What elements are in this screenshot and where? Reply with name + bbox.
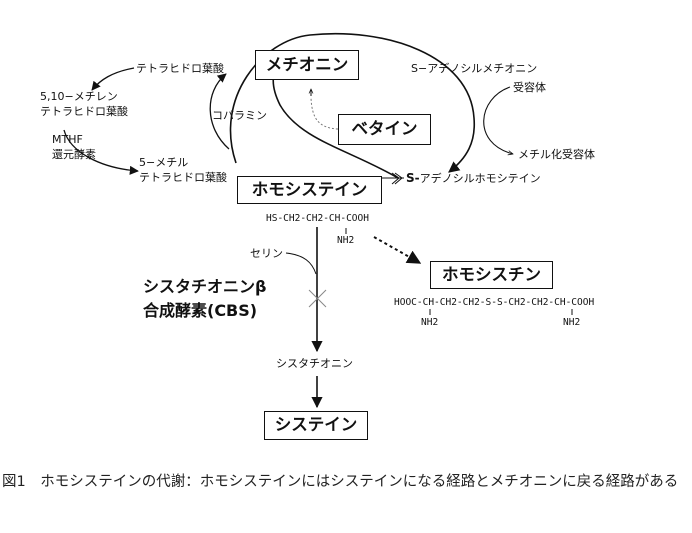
folate-cycle-lower-arc [63,129,139,175]
homocysteine-box: ホモシステイン [237,176,382,204]
cbs-enzyme-label-line2: 合成酵素(CBS) [143,301,258,320]
methyl-thf-label-line2: テトラヒドロ葉酸 [139,171,227,184]
mthf-reductase-label: 還元酵素 [52,148,96,161]
folate-cycle-right-arc [209,73,230,150]
serine-input-curve [285,252,317,275]
sah-tick-mark [380,172,404,185]
methionine-cycle-upper-arc [229,32,476,173]
acceptor-curve [483,86,513,154]
methyl-acceptor-label: メチル化受容体 [518,148,595,161]
homocystine-box: ホモシスチン [430,261,553,289]
methylene-thf-label-line1: 5,10−メチレン [40,90,118,103]
sah-prefix: S- [406,171,420,185]
homocystine-formula-nh2-right: NH2 [563,317,581,328]
homocystine-formula-nh2-left: NH2 [421,317,439,328]
cobalamin-label: コバラミン [212,109,267,122]
tetrahydrofolate-label: テトラヒドロ葉酸 [136,62,224,75]
serine-label: セリン [250,247,283,260]
cystathionine-label: シスタチオニン [276,357,353,370]
homocystine-formula: HOOC-CH-CH2-CH2-S-S-CH2-CH2-CH-COOH [394,297,595,308]
folate-cycle-upper-arc [91,67,135,91]
betaine-box: ベタイン [338,114,431,145]
sam-label: S−アデノシルメチオニン [411,62,538,75]
methyl-thf-label-line1: 5−メチル [139,156,189,169]
mthf-label: MTHF [52,133,83,146]
cbs-enzyme-label-line1: シスタチオニンβ [143,277,267,296]
sah-name: アデノシルホモシテイン [419,172,541,185]
methylene-thf-label-line2: テトラヒドロ葉酸 [40,105,128,118]
homocysteine-formula: HS-CH2-CH2-CH-COOH [266,213,369,224]
figure-caption: 図1 ホモシステインの代謝：ホモシステインにはシステインになる経路とメチオニンに… [2,474,679,490]
betaine-pathway-curve [310,97,339,130]
methionine-box: メチオニン [255,50,359,80]
cysteine-box: システイン [264,411,368,440]
sah-label: S-アデノシルホモシテイン [406,171,541,186]
homocystine-dotted-arrow [373,236,422,264]
homocysteine-formula-nh2: NH2 [337,235,355,246]
cbs-block-mark [308,289,327,308]
acceptor-label: 受容体 [513,81,546,94]
